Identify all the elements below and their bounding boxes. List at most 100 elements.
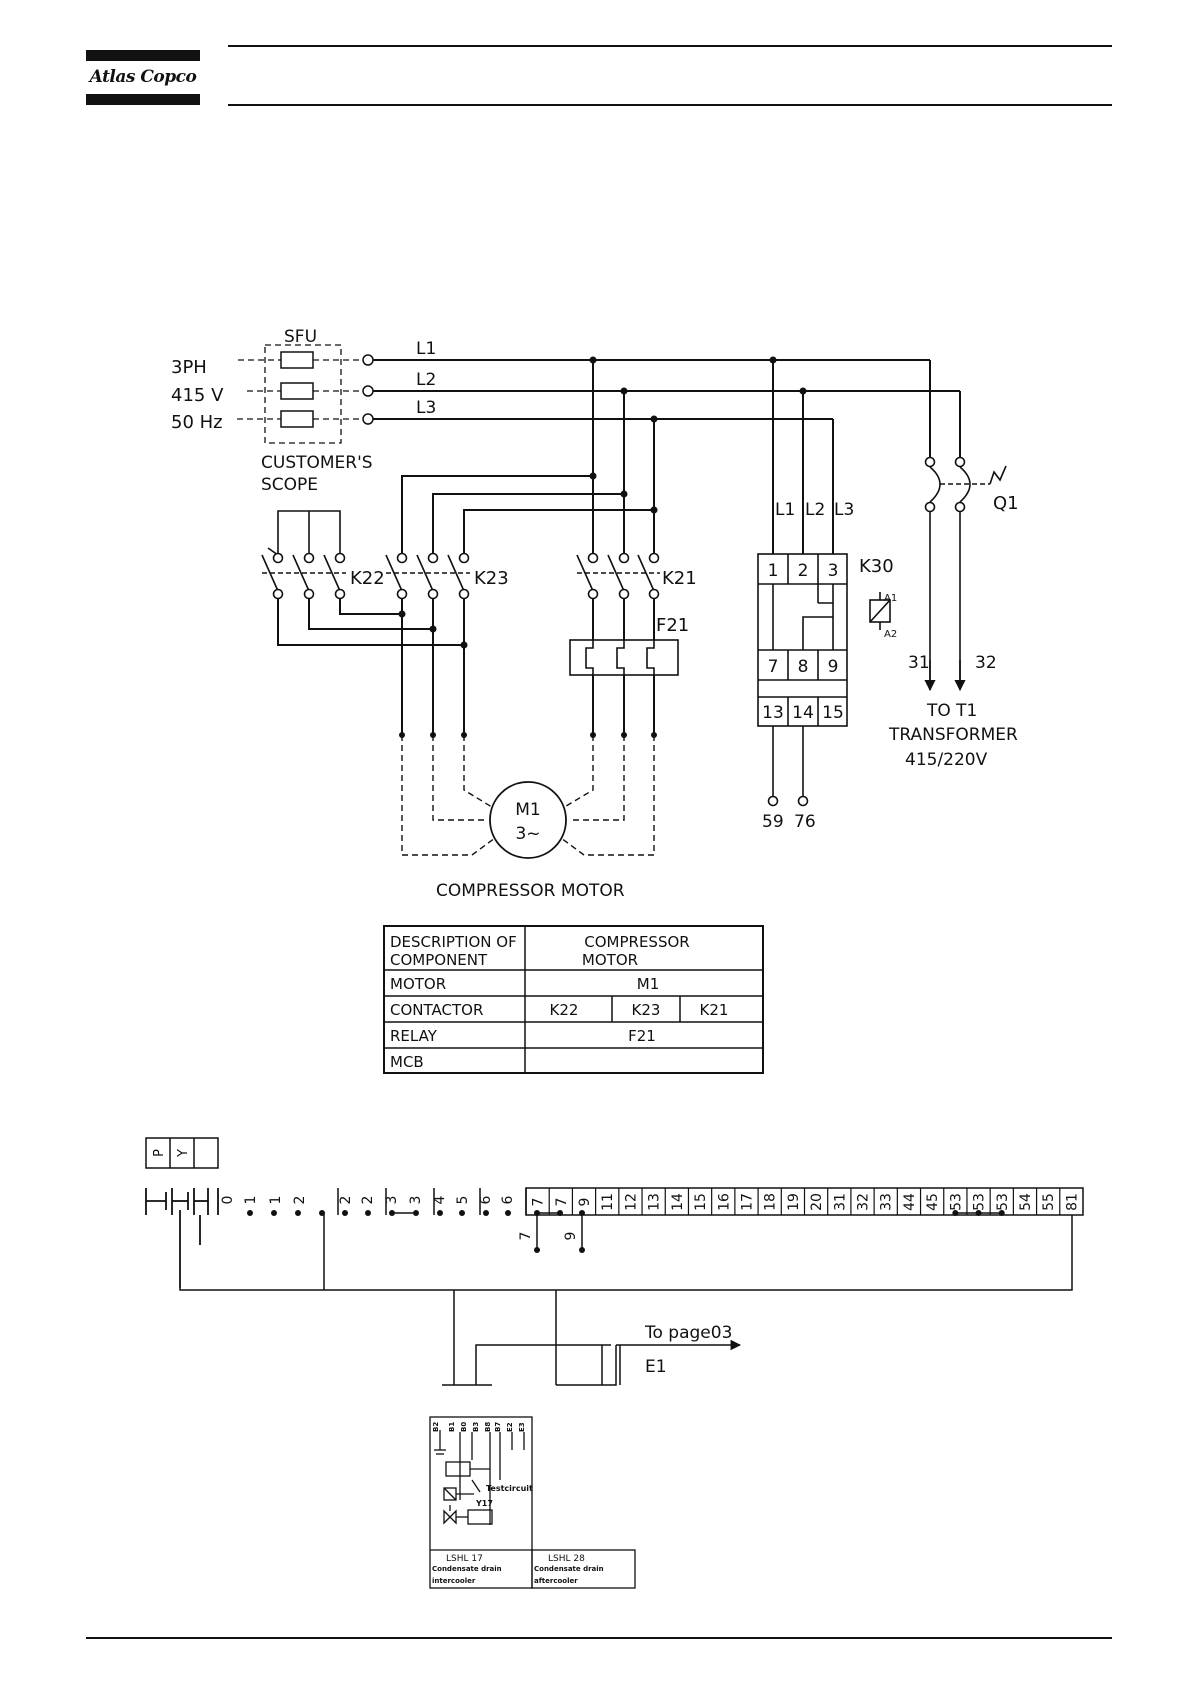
drain-cell-1-line1: Condensate drain [432, 1565, 502, 1573]
transformer-to: TO T1 [926, 701, 977, 721]
box-terminal-9: 9 [577, 1198, 593, 1207]
fuse-l3 [280, 410, 314, 428]
drain-top-b1: B1 [448, 1422, 456, 1432]
bus-label-l2: L2 [416, 370, 436, 390]
drain-cell-2-line1: Condensate drain [534, 1565, 604, 1573]
k30-output-59 [767, 795, 779, 807]
brand-logo: Atlas Copco [86, 50, 200, 105]
table-label-mcb: MCB [390, 1053, 424, 1071]
terminal-3b: 3 [408, 1196, 424, 1205]
terminal-3a: 3 [384, 1196, 400, 1205]
box-terminal-32: 32 [856, 1193, 872, 1211]
drain-top-b3: B3 [472, 1422, 480, 1432]
k30-input-l2: L2 [805, 500, 825, 520]
footer-rule [86, 1637, 1112, 1639]
table-value-contactor-k23: K23 [632, 1001, 661, 1019]
k30-t3: 3 [828, 561, 839, 581]
table-value-contactor-k21: K21 [700, 1001, 729, 1019]
terminal-6a: 6 [478, 1195, 494, 1204]
k30-t1: 1 [768, 561, 779, 581]
box-terminal-12: 12 [623, 1193, 639, 1211]
k30-t8: 8 [798, 657, 809, 677]
box-terminal-14: 14 [670, 1193, 686, 1211]
table-value-motor: M1 [637, 975, 660, 993]
link-e1: E1 [645, 1357, 667, 1377]
contactor-k21 [576, 552, 660, 600]
supply-block: 3PH 415 V 50 Hz SFU CUSTOMER'S SCOPE [171, 327, 374, 495]
contactor-k23 [385, 552, 470, 600]
scope-label-2: SCOPE [261, 475, 318, 495]
terminal-2b: 2 [338, 1196, 354, 1205]
table-label-description-2: COMPONENT [390, 951, 488, 969]
terminal-4: 4 [432, 1195, 448, 1204]
k30-t2: 2 [798, 561, 809, 581]
k30-output-59-label: 59 [762, 812, 784, 832]
drain-top-e3: E3 [518, 1422, 526, 1432]
condensate-drain-panel [429, 1416, 636, 1589]
contactor-k21-label: K21 [662, 568, 697, 589]
terminal-1b: 1 [268, 1196, 284, 1205]
box-terminal-55: 55 [1041, 1193, 1057, 1211]
bus-label-l3: L3 [416, 398, 436, 418]
k30-t13: 13 [762, 703, 784, 723]
drain-cell-2-title: LSHL 28 [548, 1554, 585, 1564]
k30-output-76 [797, 795, 809, 807]
overload-relay-f21-label: F21 [656, 615, 689, 636]
k30-input-l3: L3 [834, 500, 854, 520]
box-terminal-15: 15 [693, 1193, 709, 1211]
box-terminal-19: 19 [786, 1193, 802, 1211]
box-terminal-16: 16 [716, 1193, 732, 1211]
left-terminals: 0 1 1 2 [220, 1196, 325, 1216]
box-terminal-7: 7 [554, 1198, 570, 1207]
transformer-label: TRANSFORMER [888, 725, 1018, 745]
terminal-l3 [362, 413, 374, 425]
breaker-q1-label: Q1 [993, 493, 1019, 514]
header-rule-bottom [228, 104, 1112, 106]
fuse-l1 [280, 351, 314, 369]
table-value-description-2: MOTOR [582, 951, 638, 969]
supply-frequency: 50 Hz [171, 412, 223, 433]
supply-rails [145, 1188, 219, 1288]
terminal-l2 [362, 385, 374, 397]
drain-top-e2: E2 [506, 1422, 514, 1432]
table-value-relay: F21 [628, 1027, 656, 1045]
drain-top-b7: B7 [494, 1422, 502, 1432]
box-terminal-54: 54 [1018, 1193, 1034, 1211]
terminal-0: 0 [220, 1196, 236, 1205]
relay-k30-coil [869, 592, 891, 630]
terminal-drops [536, 1212, 583, 1250]
drain-top-b0: B0 [460, 1422, 468, 1432]
table-label-description-1: DESCRIPTION OF [390, 933, 517, 951]
k30-t15: 15 [822, 703, 844, 723]
k30-coil-a2: A2 [884, 629, 897, 640]
terminal-5: 5 [455, 1196, 471, 1205]
compressor-motor [489, 781, 567, 859]
terminal-53-dot [998, 1210, 1005, 1216]
table-label-contactor: CONTACTOR [390, 1001, 483, 1019]
table-label-relay: RELAY [390, 1027, 438, 1045]
k30-output-76-label: 76 [794, 812, 816, 832]
box-terminal-33: 33 [879, 1193, 895, 1211]
customer-scope-box [264, 344, 342, 444]
k30-coil-a1: A1 [884, 593, 897, 604]
box-terminal-7: 7 [531, 1198, 547, 1207]
header-rule-top [228, 45, 1112, 47]
drain-testcircuit: Testcircuit [486, 1484, 533, 1493]
table-value-contactor-k22: K22 [550, 1001, 579, 1019]
box-terminal-45: 45 [925, 1193, 941, 1211]
drain-cell-1-line2: intercooler [432, 1577, 476, 1585]
terminal-2a: 2 [292, 1196, 308, 1205]
drain-cell-2-line2: aftercooler [534, 1577, 578, 1585]
strip-wiring [179, 1213, 1073, 1386]
relay-k30-label: K30 [859, 556, 894, 577]
motor-caption: COMPRESSOR MOTOR [436, 881, 625, 901]
py-cell-y: Y [176, 1149, 191, 1158]
terminal-53-dot [975, 1210, 982, 1216]
drop-label-9: 9 [563, 1232, 579, 1241]
scope-label-1: CUSTOMER'S [261, 453, 373, 473]
drain-y17: Y17 [475, 1499, 493, 1508]
box-terminal-53: 53 [995, 1193, 1011, 1211]
table-label-motor: MOTOR [390, 975, 446, 993]
overload-relay-f21 [569, 639, 679, 676]
